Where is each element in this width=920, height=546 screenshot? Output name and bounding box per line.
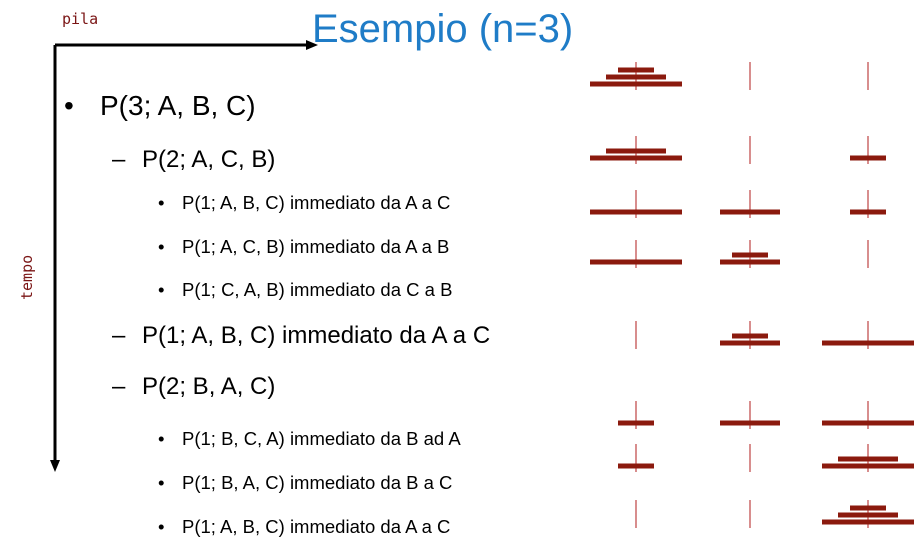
- disk: [606, 148, 666, 154]
- bullet-marker: •: [158, 428, 165, 449]
- disk: [618, 420, 654, 426]
- disk: [590, 81, 682, 87]
- bullet-marker: •: [64, 90, 74, 121]
- disk: [732, 333, 768, 339]
- trace-line-text: P(1; B, C, A) immediato da B ad A: [182, 428, 461, 449]
- disk: [720, 209, 780, 215]
- stack-axis-label: pila: [62, 10, 99, 28]
- disk: [590, 209, 682, 215]
- dash-marker: –: [112, 373, 126, 400]
- hanoi-state: [618, 401, 914, 429]
- trace-line-text: P(1; A, C, B) immediato da A a B: [182, 236, 450, 257]
- trace-line-text: P(2; A, C, B): [142, 146, 276, 173]
- dash-marker: –: [112, 322, 126, 349]
- disk: [720, 259, 780, 265]
- disk: [838, 512, 898, 518]
- time-axis-arrowhead: [50, 460, 60, 472]
- disk: [838, 456, 898, 462]
- hanoi-state: [590, 240, 869, 268]
- bullet-marker: •: [158, 472, 165, 493]
- disk: [822, 340, 914, 346]
- disk: [618, 67, 654, 73]
- disk: [606, 74, 666, 80]
- trace-line-text: P(1; A, B, C) immediato da A a C: [142, 322, 491, 349]
- hanoi-state: [590, 62, 869, 90]
- disk: [618, 463, 654, 469]
- hanoi-state: [635, 321, 914, 349]
- bullet-marker: •: [158, 279, 165, 300]
- disk: [822, 420, 914, 426]
- trace-line-text: P(2; B, A, C): [142, 373, 276, 400]
- disk: [590, 259, 682, 265]
- disk: [850, 155, 886, 161]
- slide-title: Esempio (n=3): [312, 7, 574, 51]
- trace-line-text: P(3; A, B, C): [100, 90, 256, 121]
- disk: [720, 420, 780, 426]
- bullet-marker: •: [158, 192, 165, 213]
- disk: [822, 519, 914, 525]
- axes: [50, 40, 318, 472]
- disk: [822, 463, 914, 469]
- hanoi-states: [590, 62, 914, 528]
- trace-line-text: P(1; A, B, C) immediato da A a C: [182, 516, 451, 537]
- disk: [850, 209, 886, 215]
- dash-marker: –: [112, 146, 126, 173]
- disk: [850, 505, 886, 511]
- trace-line-text: P(1; A, B, C) immediato da A a C: [182, 192, 451, 213]
- bullet-marker: •: [158, 516, 165, 537]
- disk: [720, 340, 780, 346]
- trace-line-text: P(1; C, A, B) immediato da C a B: [182, 279, 453, 300]
- hanoi-state: [635, 500, 914, 528]
- disk: [732, 252, 768, 258]
- hanoi-state: [590, 190, 886, 218]
- bullet-marker: •: [158, 236, 165, 257]
- disk: [590, 155, 682, 161]
- stack-axis-arrowhead: [306, 40, 318, 50]
- hanoi-state: [590, 136, 886, 164]
- hanoi-state: [618, 444, 914, 472]
- trace-line-text: P(1; B, A, C) immediato da B a C: [182, 472, 453, 493]
